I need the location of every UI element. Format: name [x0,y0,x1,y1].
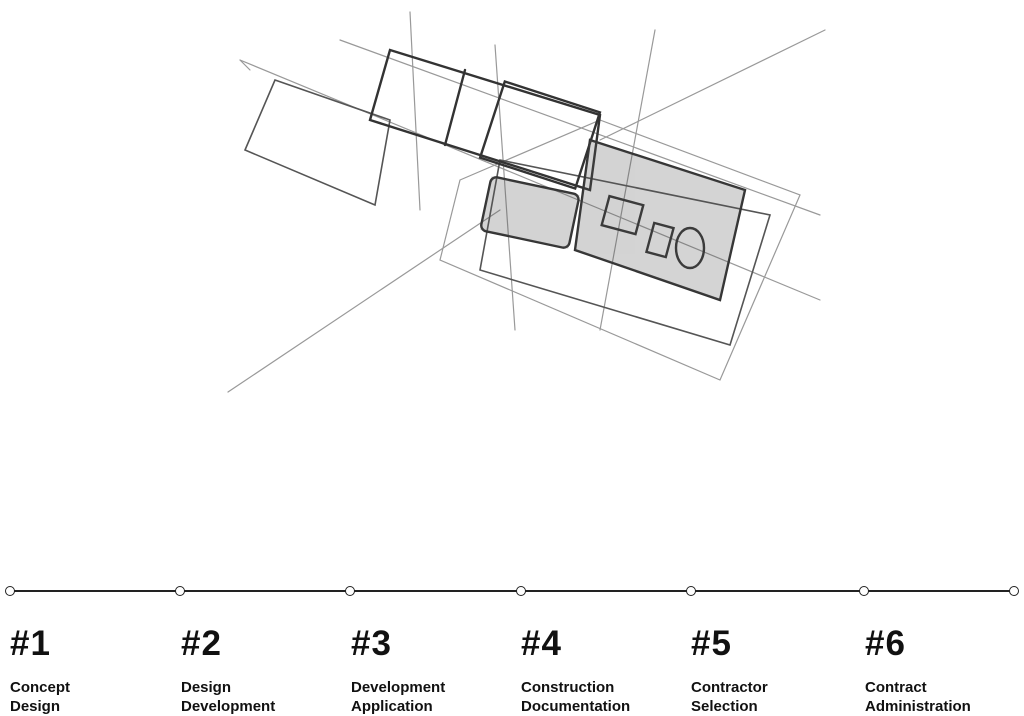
timeline-node-3[interactable] [345,586,355,596]
architectural-sketch-image [227,11,826,393]
timeline-node-end [1009,586,1019,596]
step-number: #2 [181,624,222,663]
timeline-node-5[interactable] [686,586,696,596]
step-number: #5 [691,624,732,663]
timeline-node-2[interactable] [175,586,185,596]
timeline-node-6[interactable] [859,586,869,596]
timeline-line [10,590,1014,592]
timeline-node-4[interactable] [516,586,526,596]
step-number: #3 [351,624,392,663]
step-number: #6 [865,624,906,663]
step-number: #4 [521,624,562,663]
step-number: #1 [10,624,51,663]
timeline-node-1[interactable] [5,586,15,596]
